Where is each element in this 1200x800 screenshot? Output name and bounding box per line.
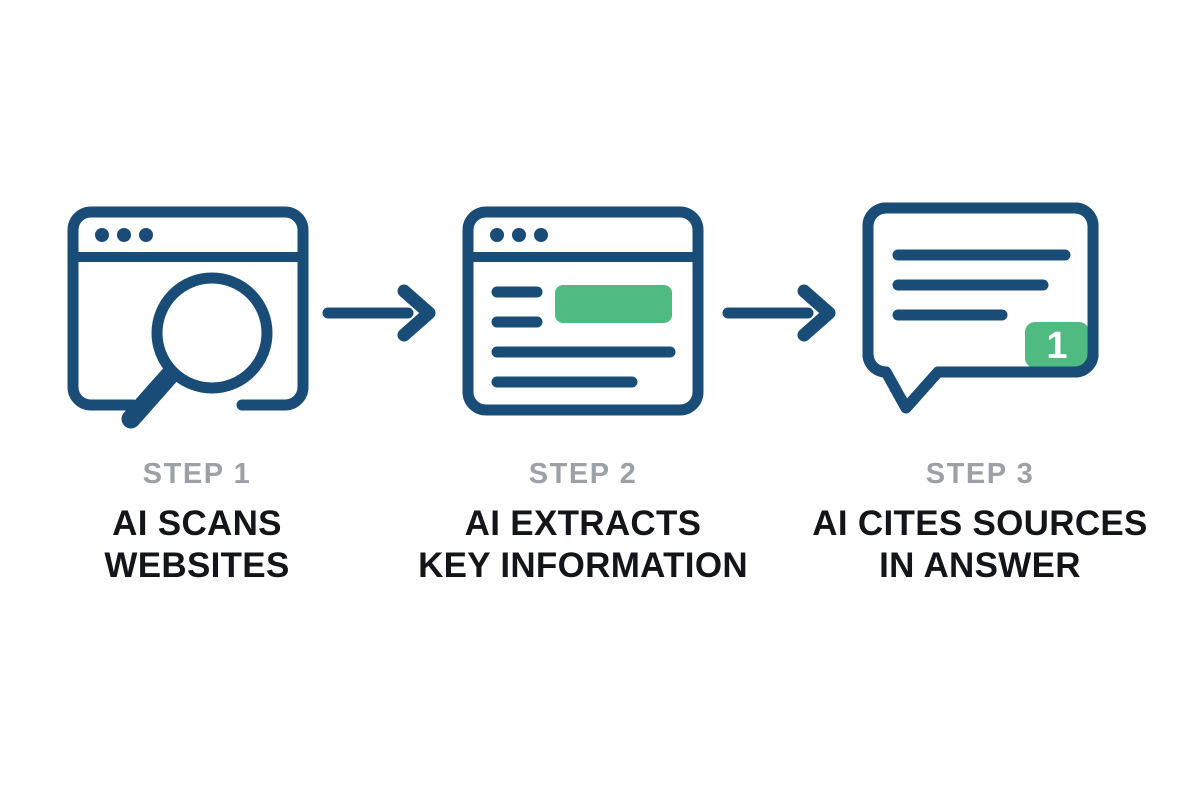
browser-window-dots [95, 228, 153, 242]
page-text-lines [491, 286, 676, 388]
browser-search-icon [67, 206, 309, 429]
step-1-label: STEP 1 [142, 458, 252, 490]
browser-highlight-icon [462, 206, 704, 416]
step-1-text-block: STEP 1 AI SCANS WEBSITES [57, 458, 337, 587]
step-3-title-line-2: IN ANSWER [879, 546, 1081, 585]
browser-window-outline [67, 206, 309, 411]
step-3-title: AI CITES SOURCES IN ANSWER [805, 503, 1155, 587]
highlight-block [555, 285, 672, 323]
browser-window-outline [462, 206, 704, 416]
browser-window-dots [490, 228, 548, 242]
step-1-title: AI SCANS WEBSITES [57, 503, 337, 587]
step-2-label: STEP 2 [528, 458, 638, 490]
step-2-title-line-2: KEY INFORMATION [418, 546, 748, 585]
step-3-label: STEP 3 [925, 458, 1035, 490]
arrow-right-icon [722, 284, 836, 342]
magnifier-icon [121, 272, 273, 429]
citation-badge: 1 [1025, 322, 1089, 368]
step-3-title-line-1: AI CITES SOURCES [812, 504, 1148, 543]
chat-citation-icon: 1 [862, 202, 1099, 414]
step-2-text-block: STEP 2 AI EXTRACTS KEY INFORMATION [418, 458, 748, 587]
step-1-title-line-1: AI SCANS [112, 504, 282, 543]
step-2-title: AI EXTRACTS KEY INFORMATION [418, 503, 748, 587]
citation-number: 1 [1046, 325, 1067, 367]
answer-text-lines [892, 249, 1071, 321]
step-1-title-line-2: WEBSITES [104, 546, 290, 585]
arrow-right-icon [322, 284, 436, 342]
step-3-text-block: STEP 3 AI CITES SOURCES IN ANSWER [805, 458, 1155, 587]
speech-bubble-outline [862, 202, 1099, 414]
step-2-title-line-1: AI EXTRACTS [464, 504, 702, 543]
speech-bubble-outline-overlay [862, 202, 1099, 414]
